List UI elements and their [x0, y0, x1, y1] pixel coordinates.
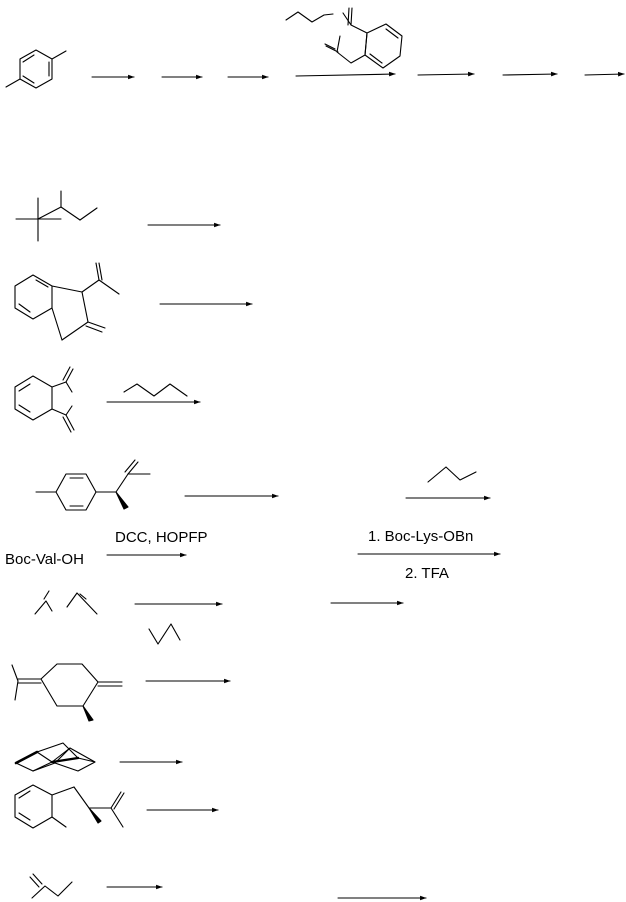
propane-structure [427, 466, 477, 483]
trimethylpentane-structure [15, 190, 98, 242]
step-2-label: 2. TFA [405, 565, 449, 582]
n-propyl-phthalimide-structure [285, 7, 403, 69]
reagent-label: DCC, HOPFP [115, 529, 208, 546]
butene-structures [34, 590, 98, 615]
tolyl-butenyl-structure [35, 459, 151, 511]
row7-arrows [134, 600, 404, 607]
dione-fragment-structure [14, 366, 75, 433]
methylbutene-structure [29, 873, 73, 899]
step-1-label: 1. Boc-Lys-OBn [368, 528, 474, 545]
start-material-label: Boc-Val-OH [5, 551, 84, 568]
row1-arrows [91, 71, 625, 80]
indanone-structure [14, 262, 120, 341]
row6-arrows [106, 551, 501, 558]
indane-isopropenyl-structure [14, 784, 125, 829]
row5-arrows [184, 493, 491, 501]
chair-cyclohexane-structure [14, 742, 96, 772]
pentane-structure [123, 383, 188, 397]
p-xylene-structure [5, 49, 67, 89]
row11-arrows [106, 884, 427, 901]
butane-structure [148, 623, 181, 645]
terpinolene-structure [11, 663, 123, 722]
